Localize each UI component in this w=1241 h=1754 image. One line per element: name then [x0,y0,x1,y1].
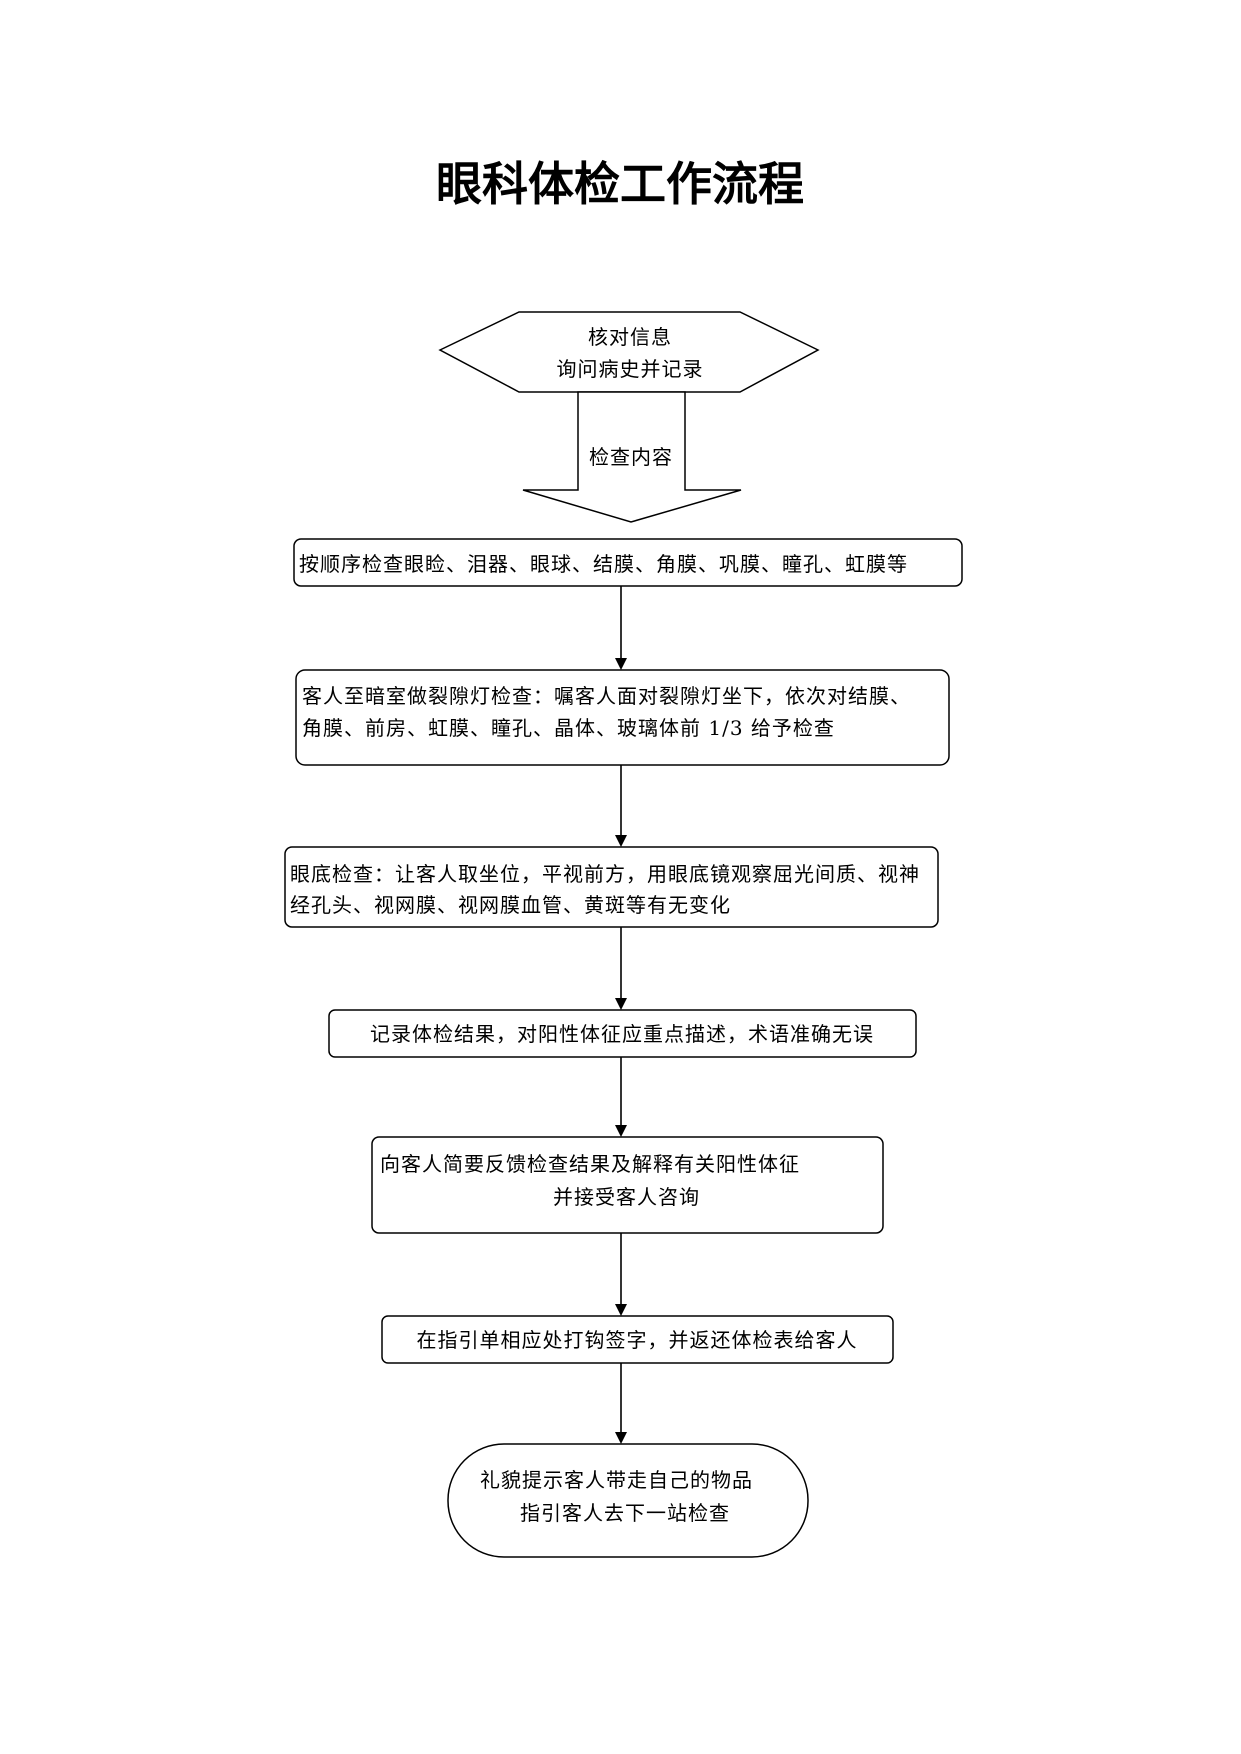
step-feedback-line-2: 并接受客人咨询 [553,1185,700,1209]
page-title: 眼科体检工作流程 [436,157,804,211]
step-fundus-exam: 眼底检查：让客人取坐位，平视前方，用眼底镜观察屈光间质、视神 经孔头、视网膜、视… [284,846,939,928]
process-box [371,1136,884,1234]
step-fundus-exam-line-1: 眼底检查：让客人取坐位，平视前方，用眼底镜观察屈光间质、视神 [290,862,920,886]
step-record-results-text: 记录体检结果，对阳性体征应重点描述，术语准确无误 [370,1022,874,1046]
step-check-content: 检查内容 [522,391,742,523]
step-feedback-line-1: 向客人简要反馈检查结果及解释有关阳性体征 [380,1152,800,1176]
block-arrow-shape [522,391,742,523]
process-box [293,538,963,587]
process-box [381,1315,894,1364]
step-farewell-line-1: 礼貌提示客人带走自己的物品 [480,1468,753,1492]
step-record-results: 记录体检结果，对阳性体征应重点描述，术语准确无误 [328,1009,917,1058]
step-sign-return-text: 在指引单相应处打钩签字，并返还体检表给客人 [417,1328,858,1352]
process-box [328,1009,917,1058]
step-feedback: 向客人简要反馈检查结果及解释有关阳性体征 并接受客人咨询 [371,1136,884,1234]
step-sign-return: 在指引单相应处打钩签字，并返还体检表给客人 [381,1315,894,1364]
step-verify-info: 核对信息 询问病史并记录 [438,311,820,393]
step-farewell: 礼貌提示客人带走自己的物品 指引客人去下一站检查 [447,1443,809,1558]
step-verify-info-line-1: 核对信息 [588,325,672,349]
process-box [284,846,939,928]
step-sequential-exam: 按顺序检查眼睑、泪器、眼球、结膜、角膜、巩膜、瞳孔、虹膜等 [293,538,963,587]
step-check-content-label: 检查内容 [589,445,673,469]
step-sequential-exam-text: 按顺序检查眼睑、泪器、眼球、结膜、角膜、巩膜、瞳孔、虹膜等 [299,552,908,576]
process-box [295,669,950,766]
step-verify-info-line-2: 询问病史并记录 [557,357,704,381]
hexagon-shape [438,311,820,393]
step-slit-lamp-exam-line-2: 角膜、前房、虹膜、瞳孔、晶体、玻璃体前 1/3 给予检查 [302,716,835,740]
terminator-shape [447,1443,809,1558]
step-slit-lamp-exam: 客人至暗室做裂隙灯检查：嘱客人面对裂隙灯坐下，依次对结膜、 角膜、前房、虹膜、瞳… [295,669,950,766]
step-farewell-line-2: 指引客人去下一站检查 [520,1501,730,1525]
step-fundus-exam-line-2: 经孔头、视网膜、视网膜血管、黄斑等有无变化 [290,893,731,917]
step-slit-lamp-exam-line-1: 客人至暗室做裂隙灯检查：嘱客人面对裂隙灯坐下，依次对结膜、 [302,684,911,708]
